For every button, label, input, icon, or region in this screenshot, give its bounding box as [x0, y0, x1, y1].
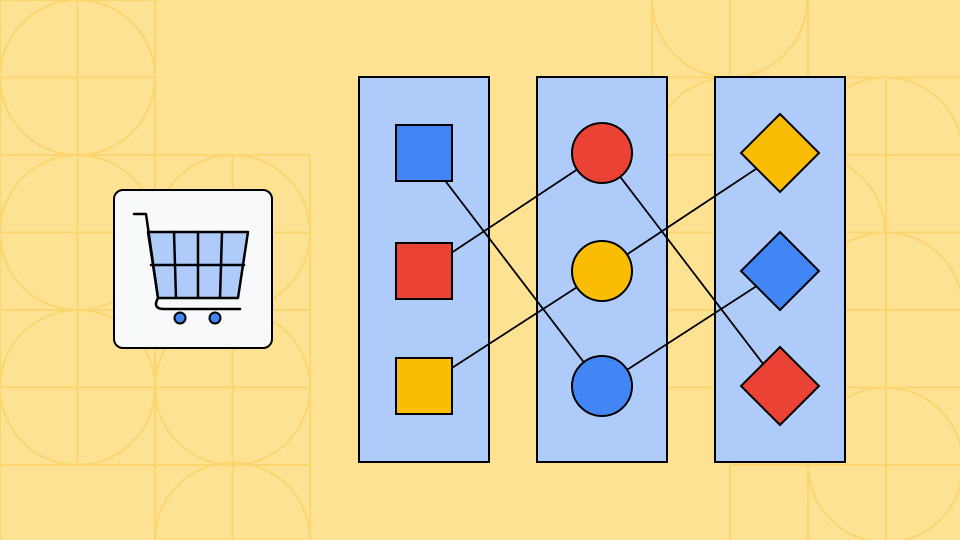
- cart-wheel-right: [208, 311, 222, 325]
- shopping-cart-card: [113, 189, 273, 349]
- red-diamond-node: [739, 345, 821, 427]
- cart-handle: [132, 212, 160, 300]
- diagram-connections: [423, 152, 781, 387]
- yellow-diamond-node: [739, 112, 821, 194]
- connection-line-1: [423, 152, 603, 387]
- cart-basket-grid: [149, 230, 246, 300]
- blue-diamond-node: [739, 230, 821, 312]
- cart-base: [154, 296, 242, 311]
- connection-line-2: [423, 152, 603, 272]
- blue-circle-node: [571, 355, 633, 417]
- connection-line-6: [601, 270, 781, 387]
- yellow-circle-node: [571, 240, 633, 302]
- blue-square-node: [395, 124, 453, 182]
- red-circle-node: [571, 122, 633, 184]
- diagram-columns: [358, 76, 846, 463]
- cart-wheel-left: [173, 311, 187, 325]
- connection-line-5: [601, 152, 781, 272]
- diagram-nodes: [395, 112, 821, 427]
- red-square-node: [395, 242, 453, 300]
- connection-line-4: [601, 152, 781, 387]
- shopping-cart-icon: [132, 212, 250, 311]
- connection-line-3: [423, 270, 603, 387]
- yellow-square-node: [395, 357, 453, 415]
